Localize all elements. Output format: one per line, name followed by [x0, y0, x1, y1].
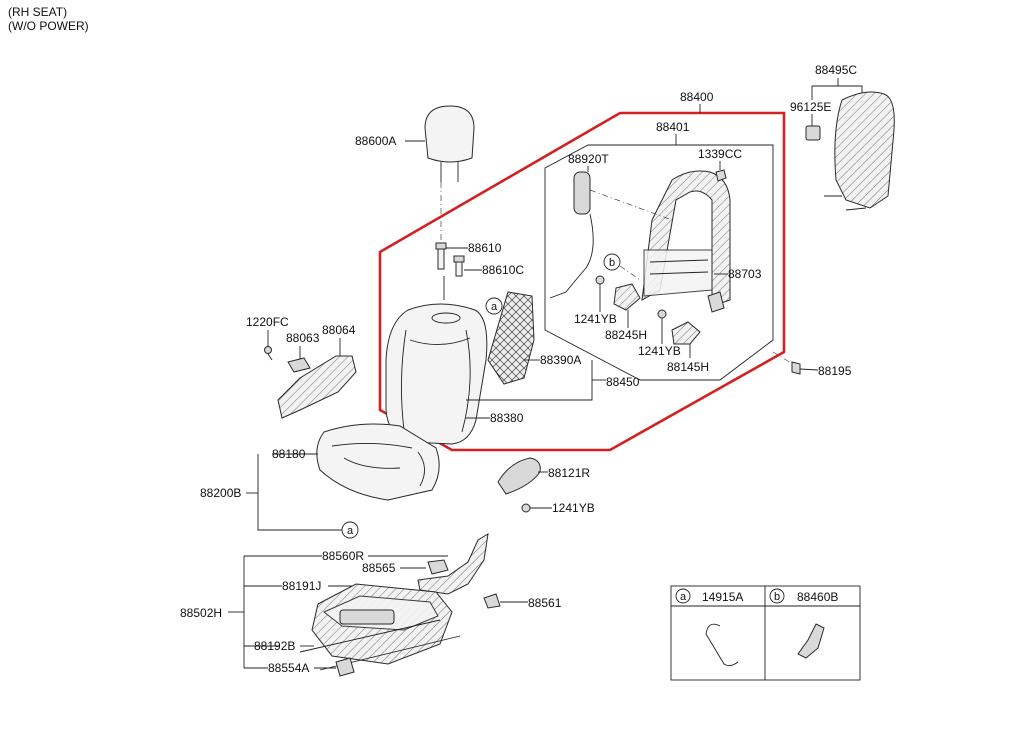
- label-88554A: 88554A: [268, 661, 309, 675]
- label-88145H: 88145H: [667, 360, 709, 374]
- seat-back-board: [824, 91, 895, 211]
- label-88064: 88064: [322, 323, 356, 337]
- label-88121R: 88121R: [548, 466, 590, 480]
- label-88390A: 88390A: [540, 353, 581, 367]
- label-1220FC: 1220FC: [246, 315, 289, 329]
- legend-a-letter: a: [680, 591, 687, 603]
- label-88920T: 88920T: [568, 152, 609, 166]
- knob-88063: [287, 357, 311, 373]
- label-96125E: 96125E: [790, 100, 831, 114]
- label-88450: 88450: [606, 375, 640, 389]
- label-1241YB-cover: 1241YB: [552, 501, 595, 515]
- legend-table: a 14915A b 88460B: [670, 585, 861, 681]
- label-88561: 88561: [528, 596, 562, 610]
- label-88400: 88400: [680, 90, 714, 104]
- label-88560R: 88560R: [322, 549, 364, 563]
- nut-1339CC: [715, 169, 727, 182]
- label-88502H: 88502H: [180, 606, 222, 620]
- headrest-guide-88610: [435, 242, 447, 270]
- label-1241YB-frame-right: 1241YB: [638, 344, 681, 358]
- legend-wire-14915A: [705, 623, 739, 667]
- label-88192B: 88192B: [254, 639, 295, 653]
- recliner-cover-88121R: [497, 457, 541, 495]
- label-88703: 88703: [728, 267, 762, 281]
- screw-1241YB-cover: [521, 503, 552, 513]
- legend-a-part: 14915A: [702, 590, 743, 604]
- seat-back-cover: [385, 303, 488, 445]
- seat-back-pad: [487, 291, 535, 385]
- label-88063: 88063: [286, 331, 320, 345]
- bracket-88145H: [671, 321, 701, 345]
- note-wo-power: (W/O POWER): [8, 19, 89, 33]
- label-88200B: 88200B: [200, 486, 241, 500]
- frame-subassembly-box: [544, 144, 774, 381]
- callout-b-frame: [603, 253, 621, 271]
- label-88600A: 88600A: [355, 134, 396, 148]
- svg-text:b: b: [609, 257, 615, 269]
- bolt-88195: [791, 361, 819, 375]
- label-1339CC: 1339CC: [698, 147, 742, 161]
- label-88401: 88401: [656, 120, 690, 134]
- label-88565: 88565: [362, 561, 396, 575]
- label-88195: 88195: [818, 364, 852, 378]
- bolt-1241YB-frame-right: [657, 309, 667, 334]
- seat-back-frame: [641, 170, 731, 307]
- label-88191J: 88191J: [282, 579, 321, 593]
- callout-a-cushion: [341, 521, 359, 539]
- screw-1220FC: [264, 346, 273, 361]
- label-1241YB-frame-left: 1241YB: [574, 312, 617, 326]
- side-cover-88064: [277, 355, 357, 419]
- svg-text:a: a: [491, 301, 498, 313]
- svg-text:a: a: [347, 525, 354, 537]
- seat-track-frame: [299, 583, 461, 671]
- note-rh-seat: (RH SEAT): [8, 5, 67, 19]
- headrest: [424, 105, 475, 182]
- label-88610C: 88610C: [482, 263, 524, 277]
- bracket-88245H: [613, 283, 641, 311]
- headrest-guide-88610C: [453, 255, 465, 277]
- label-88245H: 88245H: [605, 328, 647, 342]
- cover-88554A: [335, 657, 355, 677]
- clip-88565: [427, 559, 449, 575]
- legend-clip-88460B: [797, 623, 825, 659]
- label-88180: 88180: [272, 447, 306, 461]
- label-88380: 88380: [490, 411, 524, 425]
- legend-b-part: 88460B: [797, 590, 838, 604]
- callout-a-seatback: [485, 297, 503, 315]
- side-airbag-module: [573, 171, 591, 215]
- seat-cushion: [316, 423, 440, 501]
- clip-88561: [483, 593, 501, 609]
- legend-b-letter: b: [774, 591, 780, 603]
- clip-96125E: [805, 125, 821, 141]
- bolt-1241YB-frame-left: [595, 275, 605, 306]
- label-88495C: 88495C: [815, 63, 857, 77]
- label-88610: 88610: [468, 241, 502, 255]
